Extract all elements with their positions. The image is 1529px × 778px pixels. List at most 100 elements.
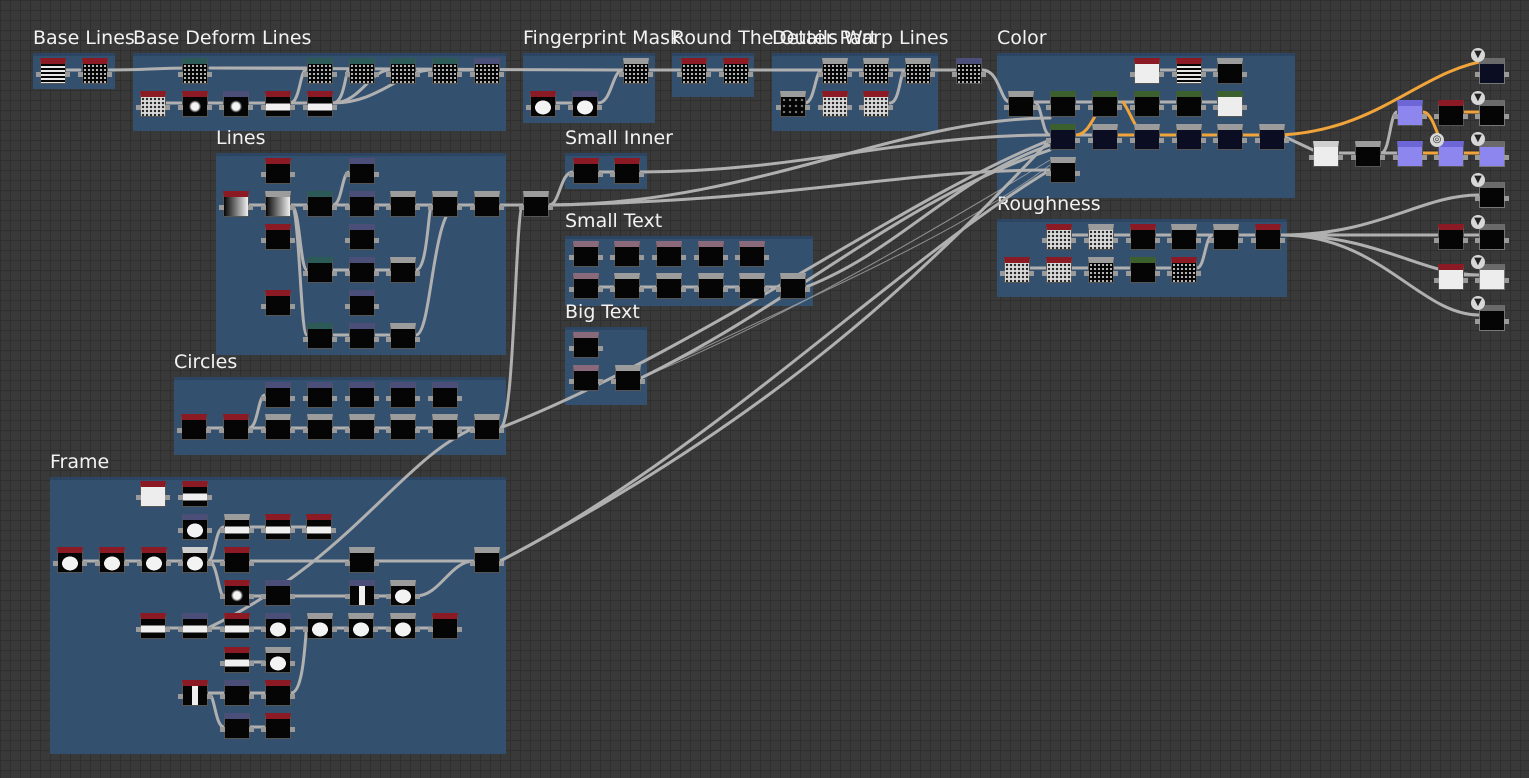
node-color-a5[interactable] — [1213, 91, 1247, 117]
node-deform-4[interactable] — [386, 58, 420, 84]
node-frame-g2[interactable] — [178, 613, 212, 639]
node-color-b4[interactable] — [1172, 124, 1206, 150]
node-lines-gradient-2[interactable] — [261, 191, 295, 217]
node-small-text-3[interactable] — [652, 241, 686, 267]
node-rough-10[interactable] — [1126, 257, 1160, 283]
node-frame-e1[interactable] — [261, 514, 295, 540]
node-frame-d1[interactable] — [220, 514, 254, 540]
node-color-in[interactable] — [1004, 91, 1038, 117]
node-deform-5[interactable] — [428, 58, 462, 84]
node-circles-5[interactable] — [345, 382, 379, 408]
node-lines-a3[interactable] — [261, 290, 295, 316]
node-small-inner-2[interactable] — [610, 158, 644, 184]
node-frame-e2[interactable] — [302, 514, 336, 540]
node-frame-f3[interactable] — [386, 580, 420, 606]
node-rough-5[interactable] — [1209, 224, 1243, 250]
node-frame-out[interactable] — [470, 547, 504, 573]
node-lines-b3[interactable] — [303, 323, 337, 349]
node-lines-e1[interactable] — [428, 191, 462, 217]
node-frame-e3[interactable] — [261, 580, 295, 606]
node-color-b6[interactable] — [1255, 124, 1289, 150]
node-big-text-3[interactable] — [611, 365, 645, 391]
node-circles-11[interactable] — [386, 414, 420, 440]
node-rough-2[interactable] — [1084, 224, 1118, 250]
node-out-src-2[interactable] — [1434, 224, 1468, 250]
node-frame-f2[interactable] — [345, 580, 379, 606]
node-small-text-9[interactable] — [694, 273, 728, 299]
node-frame-src-3[interactable] — [137, 547, 171, 573]
node-deform-band-1[interactable] — [261, 91, 295, 117]
node-out-src-1[interactable] — [1434, 100, 1468, 126]
node-deform-1[interactable] — [178, 58, 212, 84]
node-lines-c5[interactable] — [345, 290, 379, 316]
node-output-chain-1[interactable] — [1309, 141, 1343, 167]
node-deform-3[interactable] — [345, 58, 379, 84]
node-deform-blur-2[interactable] — [219, 91, 253, 117]
node-frame-h2[interactable] — [261, 647, 295, 673]
node-rough-6[interactable] — [1251, 224, 1285, 250]
output-node-2[interactable] — [1475, 100, 1509, 126]
node-lines-gradient[interactable] — [219, 191, 253, 217]
node-circles-10[interactable] — [345, 414, 379, 440]
node-warp-src-1[interactable] — [776, 91, 810, 117]
node-color-c1[interactable] — [1046, 157, 1080, 183]
node-small-inner-1[interactable] — [569, 158, 603, 184]
node-color-a2[interactable] — [1088, 91, 1122, 117]
node-small-text-1[interactable] — [569, 241, 603, 267]
node-lines-c2[interactable] — [345, 191, 379, 217]
node-frame-src-2[interactable] — [95, 547, 129, 573]
node-circles-7[interactable] — [428, 382, 462, 408]
node-big-text-1[interactable] — [569, 332, 603, 358]
node-lines-d3[interactable] — [386, 323, 420, 349]
node-color-b2[interactable] — [1088, 124, 1122, 150]
node-purple-2[interactable] — [1393, 141, 1427, 167]
output-connector-icon[interactable]: ◎ — [1430, 133, 1444, 147]
node-fingerprint-shape-2[interactable] — [568, 91, 602, 117]
node-small-text-10[interactable] — [735, 273, 769, 299]
node-frame-i3[interactable] — [261, 680, 295, 706]
node-lines-a2[interactable] — [261, 224, 295, 250]
node-rough-8[interactable] — [1042, 257, 1076, 283]
node-warp-2[interactable] — [859, 58, 893, 84]
node-deform-6[interactable] — [470, 58, 504, 84]
node-circles-2[interactable] — [219, 414, 253, 440]
node-big-text-2[interactable] — [569, 365, 603, 391]
node-frame-i2[interactable] — [220, 680, 254, 706]
node-frame-g3[interactable] — [220, 613, 254, 639]
node-color-b5[interactable] — [1213, 124, 1247, 150]
node-lines-d2[interactable] — [386, 257, 420, 283]
node-small-text-4[interactable] — [694, 241, 728, 267]
node-frame-h1[interactable] — [220, 647, 254, 673]
node-warp-src-2[interactable] — [818, 91, 852, 117]
frame-small-text[interactable] — [565, 236, 813, 306]
node-warp-4[interactable] — [952, 58, 986, 84]
node-frame-i1[interactable] — [178, 680, 212, 706]
node-warp-1[interactable] — [818, 58, 852, 84]
node-frame-g8[interactable] — [428, 613, 462, 639]
node-small-text-11[interactable] — [776, 273, 810, 299]
node-rough-4[interactable] — [1167, 224, 1201, 250]
node-color-a1[interactable] — [1046, 91, 1080, 117]
node-color-lines[interactable] — [1130, 58, 1164, 84]
node-fingerprint-out[interactable] — [619, 58, 653, 84]
node-lines-d1[interactable] — [386, 191, 420, 217]
node-color-top-3[interactable] — [1213, 58, 1247, 84]
node-frame-b[interactable] — [178, 481, 212, 507]
node-rough-1[interactable] — [1042, 224, 1076, 250]
node-warp-src-3[interactable] — [859, 91, 893, 117]
node-circles-6[interactable] — [386, 382, 420, 408]
node-frame-j1[interactable] — [220, 713, 254, 739]
node-small-text-8[interactable] — [652, 273, 686, 299]
node-rough-9[interactable] — [1084, 257, 1118, 283]
node-frame-c2[interactable] — [178, 547, 212, 573]
node-out-src-3[interactable] — [1434, 264, 1468, 290]
node-round-2[interactable] — [719, 58, 753, 84]
output-node-6[interactable] — [1475, 264, 1509, 290]
node-lines-c1[interactable] — [345, 158, 379, 184]
node-deform-src[interactable] — [136, 91, 170, 117]
node-color-b1[interactable] — [1046, 124, 1080, 150]
node-frame-g7[interactable] — [386, 613, 420, 639]
node-small-text-2[interactable] — [610, 241, 644, 267]
node-small-text-7[interactable] — [610, 273, 644, 299]
